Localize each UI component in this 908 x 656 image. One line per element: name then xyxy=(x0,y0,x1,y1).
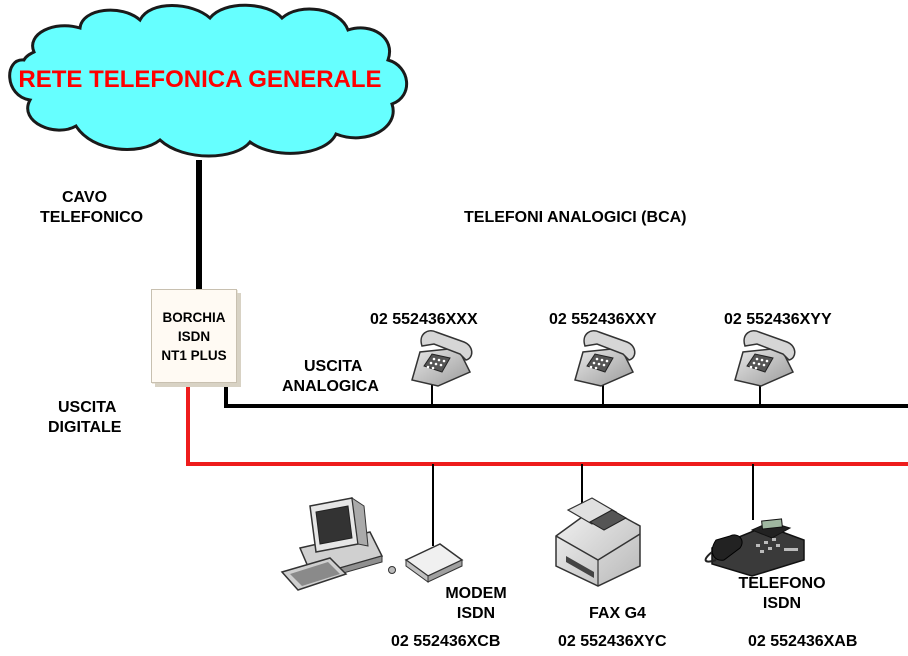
modem-label-line1: MODEM xyxy=(445,585,507,602)
cloud-shape xyxy=(8,3,409,158)
cable-label-line1: CAVO xyxy=(62,189,108,206)
digital-out-line1: USCITA xyxy=(58,399,117,416)
isdn-phone-label-line1: TELEFONO xyxy=(738,575,826,592)
modem-number: 02 552436XCB xyxy=(391,633,501,650)
computer-icon xyxy=(280,496,396,591)
isdn-phone-number: 02 552436XAB xyxy=(748,633,858,650)
fax-icon xyxy=(555,497,641,587)
borchia-line2: ISDN xyxy=(177,328,211,344)
fax-number: 02 552436XYC xyxy=(558,633,667,650)
fax-label: FAX G4 xyxy=(589,605,646,622)
analog-phone-icon xyxy=(411,330,473,387)
modem-icon xyxy=(404,543,464,583)
borchia-isdn-box: BORCHIA ISDN NT1 PLUS xyxy=(151,289,237,383)
analog-phone-number: 02 552436XXX xyxy=(370,311,478,328)
modem-label-line2: ISDN xyxy=(456,605,496,622)
isdn-phone-label-line2: ISDN xyxy=(762,595,802,612)
analog-phone-icon xyxy=(734,330,796,387)
cloud-label: RETE TELEFONICA GENERALE xyxy=(18,66,382,93)
analog-out-line1: USCITA xyxy=(304,358,363,375)
analog-line xyxy=(224,382,908,408)
analog-phone-number: 02 552436XXY xyxy=(549,311,657,328)
analog-phones-header: TELEFONI ANALOGICI (BCA) xyxy=(464,209,687,226)
analog-out-line2: ANALOGICA xyxy=(282,378,379,395)
analog-phone-icon xyxy=(574,330,636,387)
digital-out-line2: DIGITALE xyxy=(48,419,122,436)
analog-phone-number: 02 552436XYY xyxy=(724,311,832,328)
borchia-line3: NT1 PLUS xyxy=(161,347,227,363)
borchia-line1: BORCHIA xyxy=(162,309,226,325)
digital-line xyxy=(186,384,908,466)
isdn-phone-icon xyxy=(704,518,805,577)
cable-label-line2: TELEFONICO xyxy=(40,209,144,226)
